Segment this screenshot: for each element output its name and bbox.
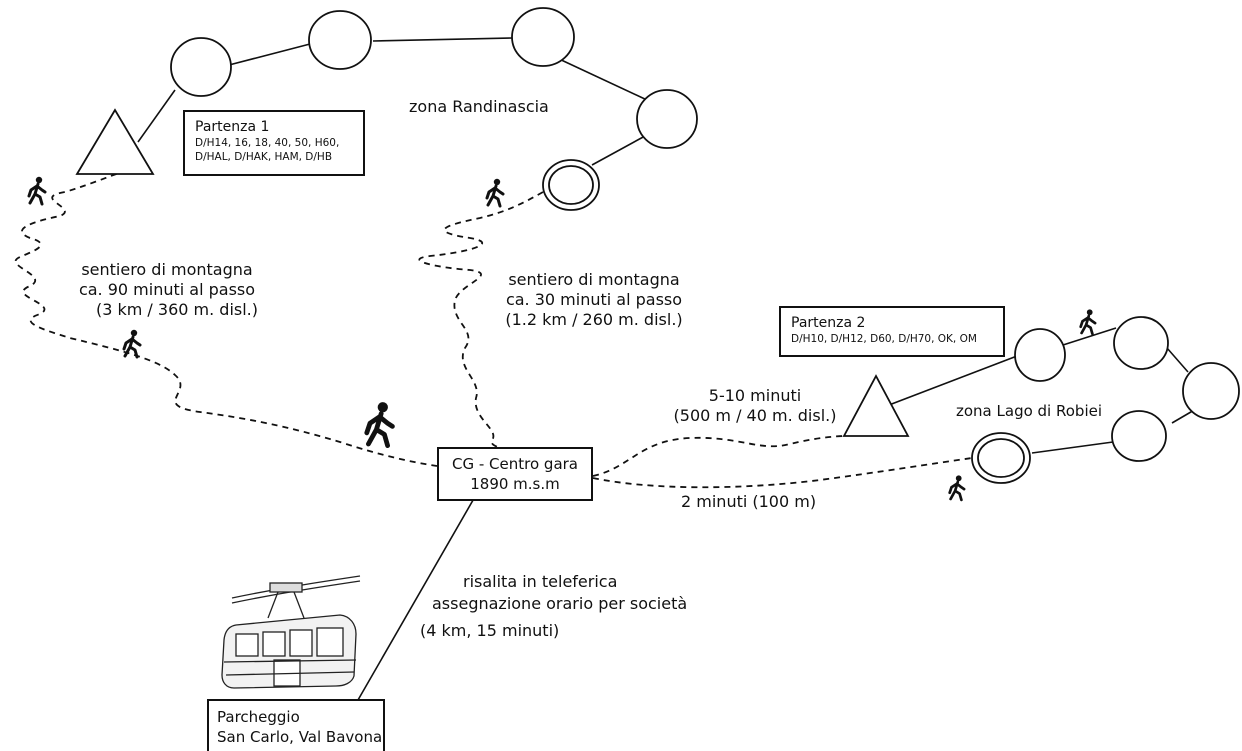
start2-title: Partenza 2 [791, 315, 866, 331]
control-circle-icon [308, 10, 372, 70]
control-circle-icon [1113, 316, 1169, 370]
course-lines [137, 37, 1197, 701]
walker-icon [485, 177, 505, 208]
path2-line1: sentiero di montagna [508, 270, 680, 289]
parking-box: Parcheggio San Carlo, Val Bavona [207, 699, 385, 751]
control-circle-icon [511, 7, 575, 67]
walker-icon [948, 474, 966, 502]
finish-double-circle-icon [542, 159, 600, 211]
center-line2: 1890 m.s.m [470, 475, 560, 493]
walker-icon [367, 402, 393, 446]
dashed-trails [14, 169, 973, 489]
path2-line3: (1.2 km / 260 m. disl.) [505, 310, 683, 329]
zone-lago-robiei: zona Lago di Robiei [956, 402, 1103, 420]
start2-box: Partenza 2 D/H10, D/H12, D60, D/H70, OK,… [779, 306, 1005, 357]
start1-box: Partenza 1 D/H14, 16, 18, 40, 50, H60, D… [183, 110, 365, 176]
control-circle-icon [170, 37, 232, 97]
control-circle-icon [1182, 362, 1240, 420]
path4-label: 2 minuti (100 m) [681, 492, 817, 511]
cable-car-line2: assegnazione orario per società [432, 594, 688, 613]
control-circle-icon [636, 89, 698, 149]
parking-line1: Parcheggio [217, 708, 300, 726]
cable-car-line1: risalita in teleferica [463, 572, 618, 591]
path1-line2: ca. 90 minuti al passo [78, 280, 256, 299]
start2-categories: D/H10, D/H12, D60, D/H70, OK, OM [791, 333, 977, 345]
cable-car-line3: (4 km, 15 minuti) [420, 621, 560, 640]
start1-categories-line1: D/H14, 16, 18, 40, 50, H60, [195, 137, 340, 149]
path1-label: sentiero di montagna ca. 90 minuti al pa… [62, 260, 272, 320]
walker-icon [27, 175, 47, 206]
cable-car-icon [221, 575, 361, 689]
path1-line3: (3 km / 360 m. disl.) [95, 300, 258, 319]
path3-label: 5-10 minuti (500 m / 40 m. disl.) [660, 386, 850, 426]
start1-title: Partenza 1 [195, 119, 270, 135]
path3-line1: 5-10 minuti [708, 386, 802, 405]
walker-icon [1079, 308, 1097, 336]
path2-label: sentiero di montagna ca. 30 minuti al pa… [484, 270, 704, 330]
start1-categories-line2: D/HAL, D/HAK, HAM, D/HB [195, 151, 333, 163]
control-circle-icon [1014, 328, 1066, 382]
finish-double-circle-icon [971, 432, 1031, 484]
start-triangle-icon [842, 374, 910, 437]
center-box: CG - Centro gara 1890 m.s.m [437, 447, 593, 501]
start-triangle-icon [75, 108, 155, 175]
path2-line2: ca. 30 minuti al passo [505, 290, 683, 309]
walker-icon [122, 328, 142, 359]
zone-randinascia: zona Randinascia [409, 97, 549, 116]
path1-line1: sentiero di montagna [81, 260, 253, 279]
parking-line2: San Carlo, Val Bavona [217, 728, 383, 746]
control-circle-icon [1111, 410, 1167, 462]
path3-line2: (500 m / 40 m. disl.) [673, 406, 837, 425]
center-line1: CG - Centro gara [452, 455, 578, 473]
